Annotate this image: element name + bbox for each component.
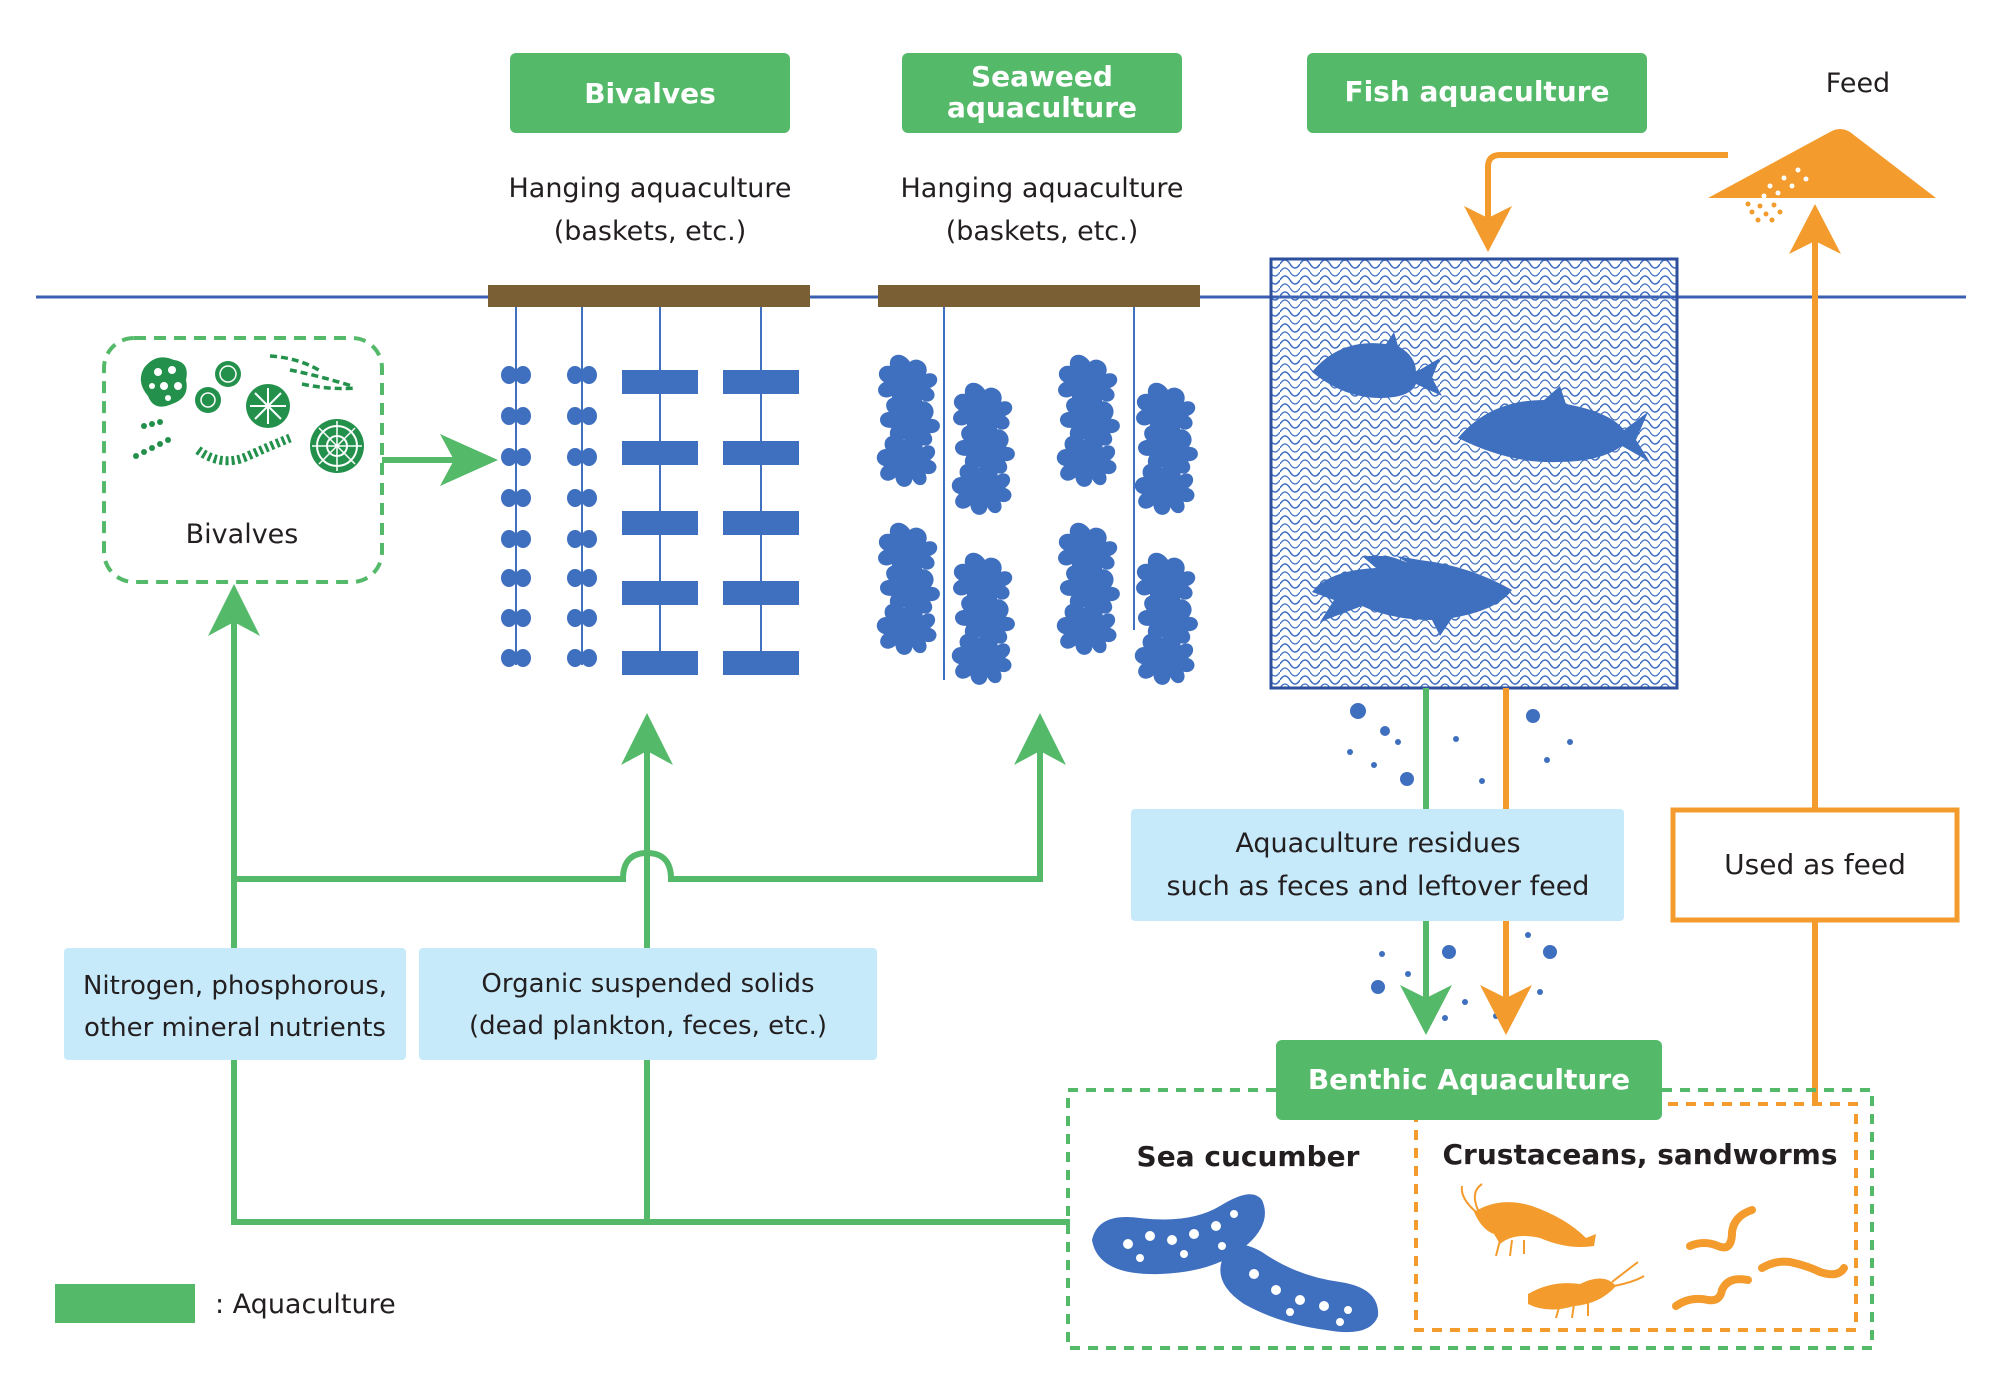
hanging-bivalves-line1: Hanging aquaculture xyxy=(508,173,791,204)
sea-cucumber-label: Sea cucumber xyxy=(1137,1140,1360,1173)
nutrient-flow-lines xyxy=(231,620,1070,1225)
seaweed-icon xyxy=(871,307,1206,693)
svg-text:Organic suspended solids: Organic suspended solids xyxy=(481,969,814,999)
svg-text:Aquaculture residues: Aquaculture residues xyxy=(1235,828,1520,859)
header-seaweed-aquaculture: Seaweed aquaculture xyxy=(902,53,1182,133)
arrow-residue-green-head xyxy=(1400,985,1452,1035)
arrow-plankton-to-bivalves xyxy=(382,434,498,486)
svg-text:(dead plankton, feces, etc.): (dead plankton, feces, etc.) xyxy=(469,1011,827,1041)
sandworm-icon xyxy=(1672,1206,1848,1310)
svg-text:Bivalves: Bivalves xyxy=(186,519,299,550)
basket-icon xyxy=(622,307,799,675)
used-as-feed-arrowhead xyxy=(1789,204,1841,254)
plankton-icon xyxy=(133,354,364,473)
header-fish-aquaculture: Fish aquaculture xyxy=(1307,53,1647,133)
mussel-rope-icon xyxy=(501,307,597,667)
sea-cucumber-icon xyxy=(1092,1194,1379,1333)
arrow-to-bivalves xyxy=(621,713,673,765)
residue-particles xyxy=(1347,703,1573,1021)
svg-text:Fish aquaculture: Fish aquaculture xyxy=(1344,75,1609,108)
arrow-residue-orange-head xyxy=(1480,985,1532,1035)
arrow-feed-to-fish xyxy=(1485,152,1728,218)
header-benthic-aquaculture: Benthic Aquaculture xyxy=(1276,1040,1662,1120)
bivalve-raft xyxy=(488,285,810,307)
arrow-to-seaweed xyxy=(1014,713,1066,765)
fish-net-icon xyxy=(1269,257,1679,690)
feed-pile-icon xyxy=(1708,129,1936,223)
used-as-feed-box: Used as feed xyxy=(1670,807,1960,923)
hanging-seaweed-line2: (baskets, etc.) xyxy=(946,216,1139,247)
svg-text:Nitrogen, phosphorous,: Nitrogen, phosphorous, xyxy=(83,971,387,1001)
fish-icon xyxy=(1312,332,1650,636)
nutrients-label-box: Nitrogen, phosphorous, other mineral nut… xyxy=(64,948,406,1060)
hanging-bivalves-line2: (baskets, etc.) xyxy=(554,216,747,247)
feed-label: Feed xyxy=(1826,68,1890,99)
legend: : Aquaculture xyxy=(55,1284,396,1323)
arrow-feed-to-fish-head xyxy=(1464,206,1512,252)
legend-swatch xyxy=(55,1284,195,1323)
svg-text:other mineral nutrients: other mineral nutrients xyxy=(84,1013,386,1043)
seaweed-raft xyxy=(878,285,1200,307)
svg-text:Benthic Aquaculture: Benthic Aquaculture xyxy=(1308,1063,1630,1096)
svg-text:Used as feed: Used as feed xyxy=(1724,848,1906,881)
residue-label-box: Aquaculture residues such as feces and l… xyxy=(1131,809,1624,921)
header-bivalves: Bivalves xyxy=(510,53,790,133)
organic-solids-label-box: Organic suspended solids (dead plankton,… xyxy=(419,948,877,1060)
legend-label: : Aquaculture xyxy=(215,1289,396,1320)
arrow-to-plankton xyxy=(208,584,260,636)
svg-text:aquaculture: aquaculture xyxy=(947,91,1137,124)
svg-text:Seaweed: Seaweed xyxy=(971,60,1113,93)
plankton-box: Bivalves xyxy=(102,336,384,584)
svg-text:Bivalves: Bivalves xyxy=(584,77,716,110)
svg-text:such as feces and leftover fee: such as feces and leftover feed xyxy=(1167,871,1590,902)
crustaceans-label: Crustaceans, sandworms xyxy=(1443,1138,1838,1171)
hanging-seaweed-line1: Hanging aquaculture xyxy=(900,173,1183,204)
shrimp-icon xyxy=(1460,1183,1645,1319)
